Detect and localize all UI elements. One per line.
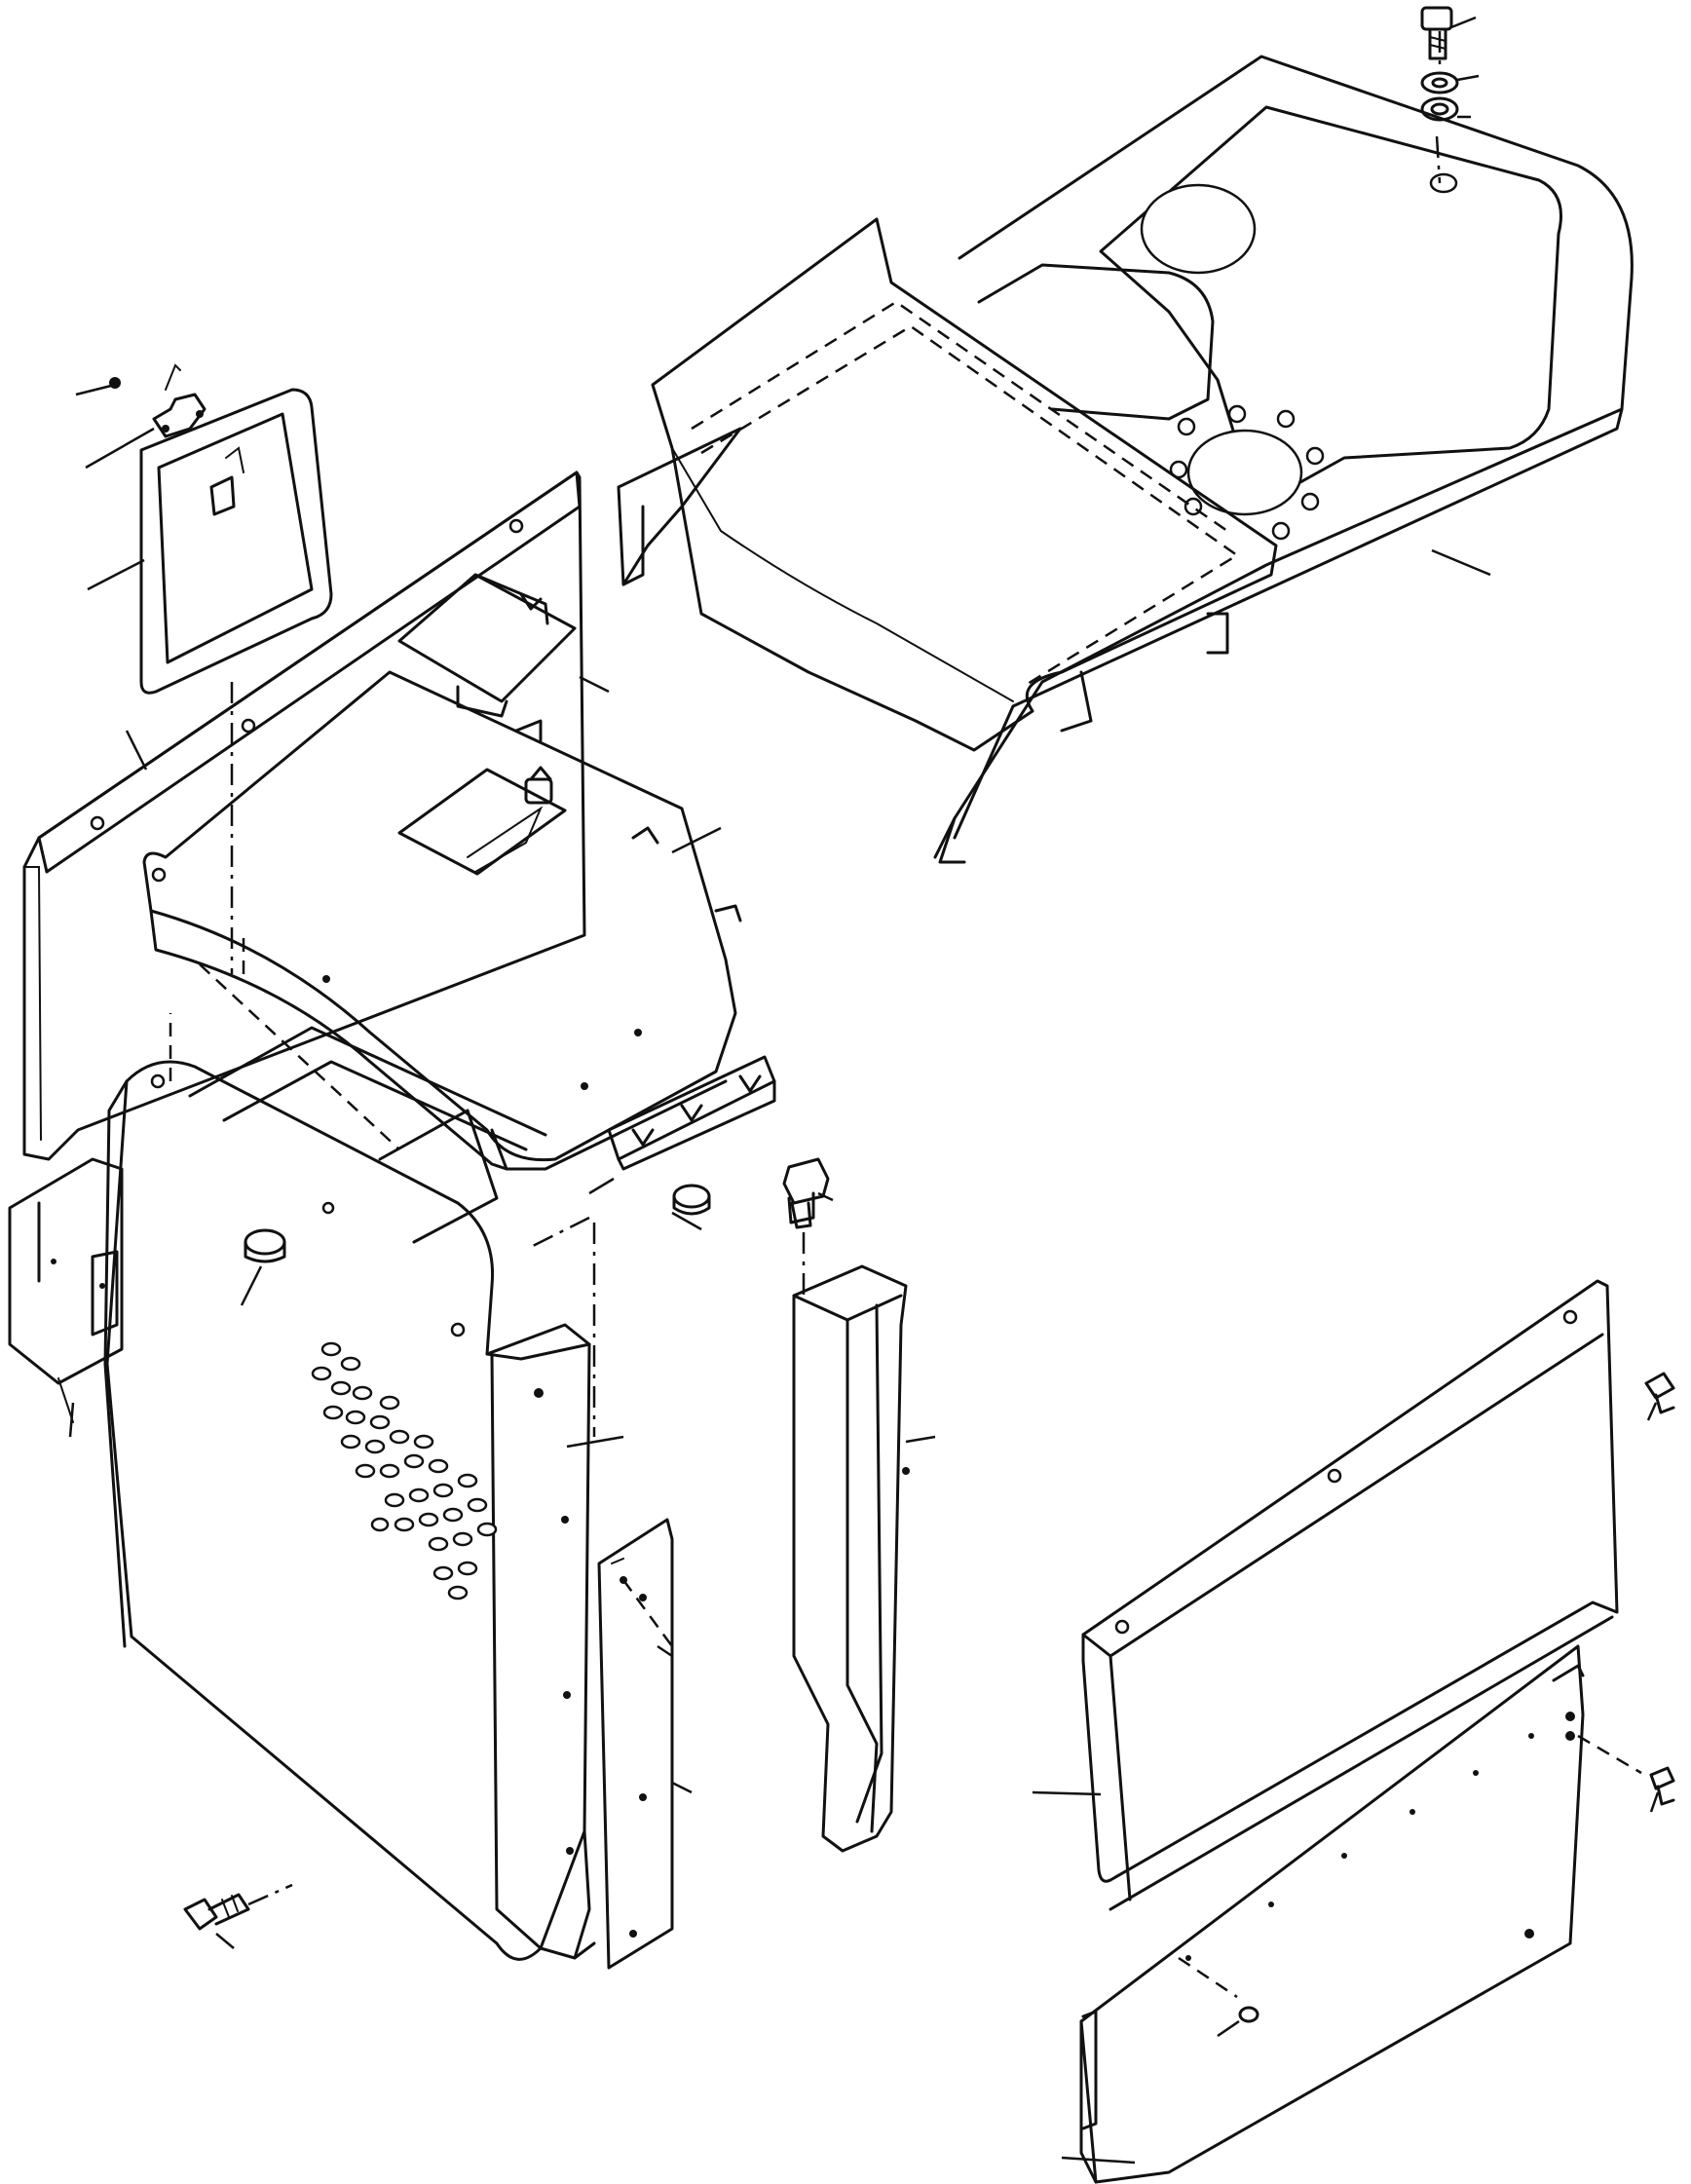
duct-bolt: [782, 1157, 834, 1296]
door-pin: [75, 377, 121, 396]
lower-panel-knob: [1217, 2006, 1259, 2038]
rear-upper-panel: [22, 471, 586, 1161]
left-side-bracket: [8, 1157, 124, 1438]
right-panel-bolt-lower: [1649, 1766, 1675, 1813]
door-latch-assembly: [85, 363, 207, 470]
hood-bolt: [1420, 6, 1477, 60]
right-upper-side-panel: [1032, 1279, 1619, 1911]
lower-left-bolt: [183, 1883, 293, 1949]
left-grille-panel: [103, 1060, 624, 1961]
strap-bracket: [588, 1055, 776, 1195]
top-hood-cover: [617, 55, 1634, 864]
assembly-guide-lines: [230, 31, 1442, 1437]
right-lower-side-panel: [1061, 1644, 1642, 2184]
upper-bracket-panel: [397, 573, 610, 718]
access-door-panel: [87, 388, 333, 695]
strap-knob: [671, 1184, 711, 1231]
hood-washer-lower: [1420, 96, 1471, 122]
central-curved-cover: [142, 670, 742, 1171]
grille-knob: [240, 1228, 286, 1306]
hood-washer-upper: [1420, 71, 1480, 94]
right-panel-bolt-upper: [1644, 1372, 1675, 1421]
vertical-mounting-plate: [597, 1518, 693, 1970]
air-duct: [792, 1264, 936, 1853]
grille-holes: [311, 1341, 498, 1600]
lower-bracket-frame: [169, 935, 547, 1244]
